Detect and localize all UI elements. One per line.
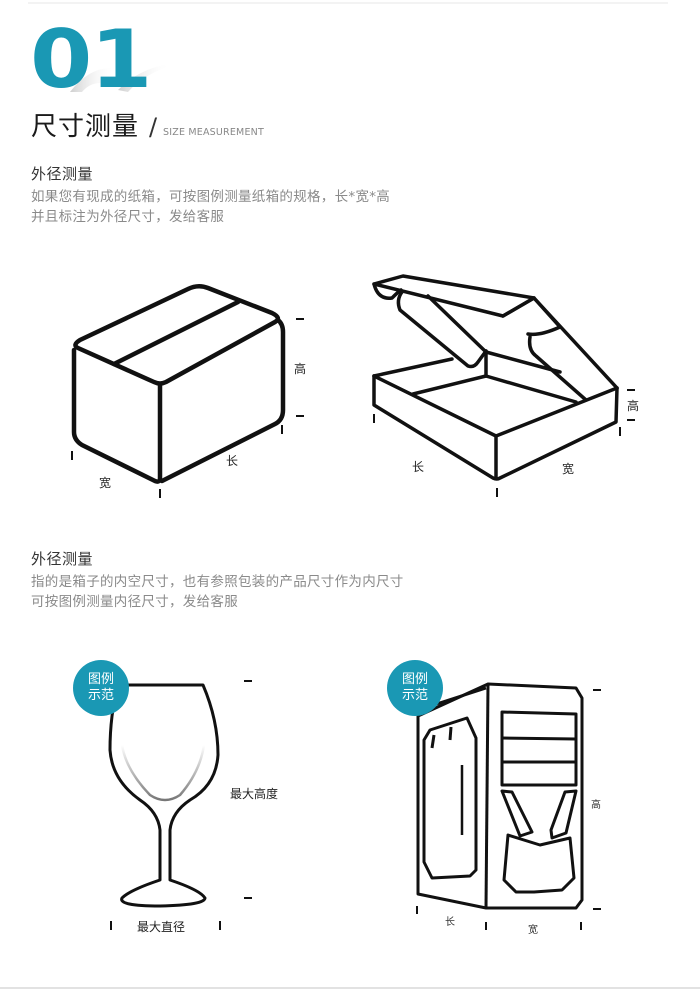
box-height-label: 高 xyxy=(294,362,307,376)
glass-max-diameter-label: 最大直径 xyxy=(137,920,186,934)
section-number: 01 xyxy=(30,13,152,106)
example-badge-glass: 图例 示范 xyxy=(73,660,129,716)
section2-line-1: 指的是箱子的内空尺寸，也有参照包装的产品尺寸作为内尺寸 xyxy=(31,574,404,590)
case-length-label: 长 xyxy=(445,917,455,928)
box-width-label: 宽 xyxy=(99,476,112,490)
glass-max-height-label: 最大高度 xyxy=(230,787,279,801)
section2-line-2: 可按图例测量内径尺寸，发给客服 xyxy=(31,594,238,610)
mailer-length-label: 长 xyxy=(412,460,425,474)
mailer-width-label: 宽 xyxy=(562,462,575,476)
section1-line-2: 并且标注为外径尺寸，发给客服 xyxy=(31,209,225,225)
section1-line-1: 如果您有现成的纸箱，可按图例测量纸箱的规格，长*宽*高 xyxy=(31,189,391,205)
case-width-label: 宽 xyxy=(528,925,538,936)
section1-heading: 外径测量 xyxy=(31,165,94,183)
page-title: 尺寸测量 xyxy=(31,112,140,142)
mailer-height-label: 高 xyxy=(627,399,640,413)
number-shadow-icon xyxy=(70,64,170,92)
bottom-divider xyxy=(0,987,700,989)
badge-line-1: 图例 xyxy=(87,672,114,687)
page-subtitle-en: SIZE MEASUREMENT xyxy=(163,127,264,138)
box-length-label: 长 xyxy=(226,454,239,468)
title-separator: / xyxy=(149,113,158,141)
badge-line-2: 示范 xyxy=(401,688,428,703)
case-height-label: 高 xyxy=(591,800,601,811)
section1-description: 如果您有现成的纸箱，可按图例测量纸箱的规格，长*宽*高 并且标注为外径尺寸，发给… xyxy=(31,187,390,227)
badge-line-2: 示范 xyxy=(87,688,114,703)
section2-heading: 外径测量 xyxy=(31,550,94,568)
section2-description: 指的是箱子的内空尺寸，也有参照包装的产品尺寸作为内尺寸 可按图例测量内径尺寸，发… xyxy=(31,572,404,612)
top-divider xyxy=(28,2,668,4)
example-badge-case: 图例 示范 xyxy=(387,660,443,716)
badge-line-1: 图例 xyxy=(401,672,428,687)
